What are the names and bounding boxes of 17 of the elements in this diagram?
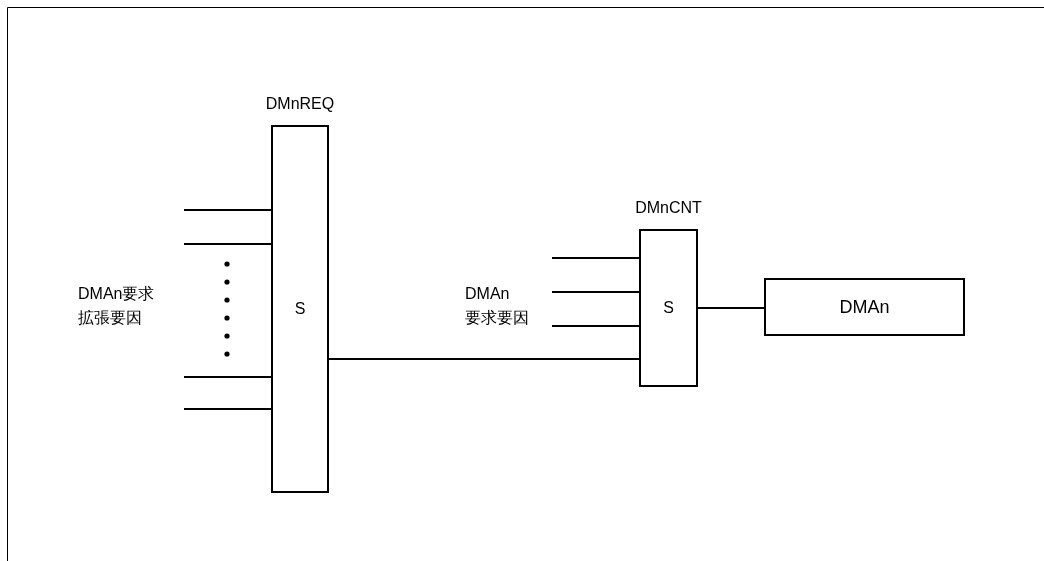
signal-line [183, 243, 272, 245]
block-label: S [294, 300, 306, 318]
signal-line [328, 358, 640, 360]
signal-label: DMAn要求要因 [465, 284, 530, 328]
signal-line [183, 408, 272, 410]
block-label: S [663, 299, 674, 317]
block-title: DMnCNT [635, 198, 702, 218]
signal-line [551, 257, 640, 259]
signal-line [697, 307, 765, 309]
signal-line [551, 325, 640, 327]
block-title: DMnREQ [265, 94, 335, 114]
signal-label: DMAn要求拡張要因 [78, 284, 156, 328]
signal-line [183, 209, 272, 211]
signal-line [183, 376, 272, 378]
signal-line [551, 291, 640, 293]
block-label: DMAn [839, 296, 890, 318]
process-box [764, 278, 965, 336]
